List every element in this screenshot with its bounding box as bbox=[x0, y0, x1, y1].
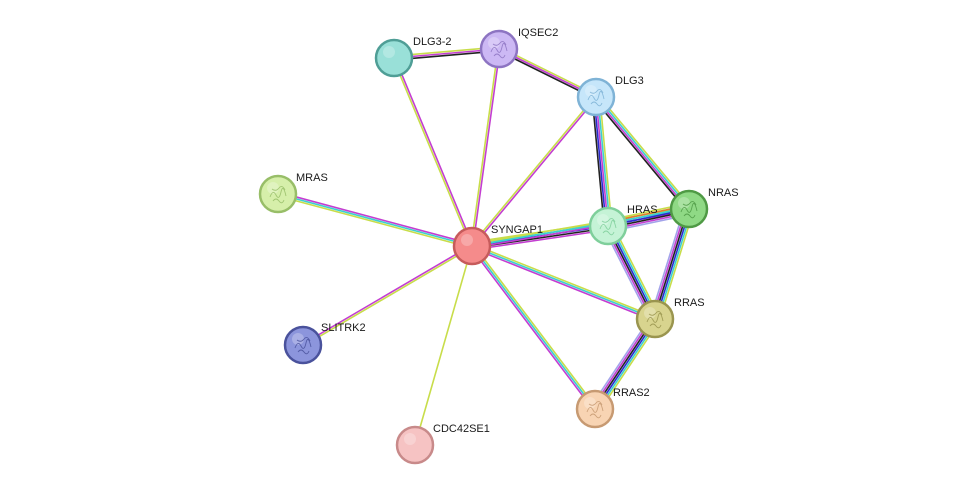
edge-syngap1-cdc42se1[interactable] bbox=[414, 245, 473, 446]
edge-evidence-line bbox=[595, 95, 691, 210]
node-hras[interactable]: HRAS bbox=[588, 204, 658, 246]
node-highlight bbox=[678, 197, 690, 209]
edge-evidence-line bbox=[471, 245, 596, 410]
edge-syngap1-slitrk2[interactable] bbox=[301, 244, 474, 347]
edge-evidence-line bbox=[471, 228, 610, 251]
node-highlight bbox=[584, 397, 596, 409]
node-circle[interactable] bbox=[635, 299, 675, 339]
edge-evidence-line bbox=[591, 96, 606, 228]
node-label: SYNGAP1 bbox=[491, 224, 543, 236]
edge-evidence-line bbox=[472, 48, 501, 247]
node-rras2[interactable]: RRAS2 bbox=[575, 387, 650, 429]
node-highlight bbox=[461, 234, 473, 246]
protein-structure-icon bbox=[269, 185, 287, 204]
edge-evidence-line bbox=[471, 96, 598, 248]
edge-evidence-line bbox=[651, 207, 688, 319]
edge-evidence-line bbox=[470, 246, 656, 322]
node-circle[interactable] bbox=[588, 206, 628, 246]
edge-evidence-line bbox=[598, 95, 613, 227]
node-dlg3[interactable]: DLG3 bbox=[576, 75, 644, 117]
protein-structure-icon bbox=[587, 88, 605, 107]
edge-evidence-line bbox=[392, 57, 472, 248]
node-label: RRAS2 bbox=[613, 387, 650, 399]
node-label: DLG3-2 bbox=[413, 36, 452, 48]
node-label: HRAS bbox=[627, 204, 658, 216]
edge-syngap1-mras[interactable] bbox=[276, 191, 474, 249]
edge-syngap1-dlg3-2[interactable] bbox=[392, 56, 474, 248]
node-slitrk2[interactable]: SLITRK2 bbox=[283, 322, 366, 365]
node-label: RRAS bbox=[674, 297, 705, 309]
node-highlight bbox=[644, 307, 656, 319]
edge-evidence-line bbox=[470, 95, 597, 247]
node-highlight bbox=[267, 182, 279, 194]
edge-evidence-line bbox=[595, 96, 609, 227]
edge-evidence-line bbox=[394, 56, 474, 247]
edge-evidence-line bbox=[597, 96, 611, 227]
edge-evidence-line bbox=[593, 98, 688, 212]
node-circle[interactable] bbox=[395, 425, 435, 465]
node-circle[interactable] bbox=[258, 174, 298, 214]
edge-evidence-line bbox=[469, 246, 595, 411]
node-circle[interactable] bbox=[452, 226, 492, 266]
node-rras[interactable]: RRAS bbox=[635, 297, 705, 339]
node-circle[interactable] bbox=[374, 38, 414, 78]
node-iqsec2[interactable]: IQSEC2 bbox=[479, 27, 558, 69]
edge-syngap1-dlg3[interactable] bbox=[470, 95, 598, 248]
node-cdc42se1[interactable]: CDC42SE1 bbox=[395, 423, 490, 465]
node-label: NRAS bbox=[708, 187, 739, 199]
edge-evidence-line bbox=[471, 245, 656, 320]
edge-evidence-line bbox=[658, 209, 695, 322]
edge-evidence-line bbox=[414, 245, 473, 446]
protein-structure-icon bbox=[680, 200, 698, 219]
node-highlight bbox=[488, 37, 500, 49]
node-circle[interactable] bbox=[479, 29, 519, 69]
node-label: CDC42SE1 bbox=[433, 423, 490, 435]
node-label: IQSEC2 bbox=[518, 27, 558, 39]
edge-evidence-line bbox=[649, 206, 686, 319]
edge-evidence-line bbox=[301, 244, 473, 345]
node-mras[interactable]: MRAS bbox=[258, 172, 328, 214]
edge-dlg3-nras[interactable] bbox=[593, 94, 692, 212]
edge-evidence-line bbox=[470, 48, 499, 247]
node-syngap1[interactable]: SYNGAP1 bbox=[452, 224, 543, 266]
node-highlight bbox=[404, 433, 416, 445]
node-highlight bbox=[383, 46, 395, 58]
edge-evidence-line bbox=[597, 94, 692, 208]
node-highlight bbox=[585, 85, 597, 97]
node-highlight bbox=[292, 333, 304, 345]
protein-structure-icon bbox=[586, 400, 604, 419]
edge-evidence-line bbox=[277, 191, 474, 245]
edge-syngap1-rras[interactable] bbox=[470, 243, 657, 322]
edge-evidence-line bbox=[472, 244, 598, 409]
protein-structure-icon bbox=[646, 310, 664, 329]
protein-structure-icon bbox=[599, 217, 617, 236]
node-circle[interactable] bbox=[576, 77, 616, 117]
node-nras[interactable]: NRAS bbox=[669, 187, 739, 229]
node-label: DLG3 bbox=[615, 75, 644, 87]
node-dlg3-2[interactable]: DLG3-2 bbox=[374, 36, 452, 78]
edge-evidence-line bbox=[594, 96, 690, 211]
protein-structure-icon bbox=[294, 336, 312, 355]
node-circle[interactable] bbox=[669, 189, 709, 229]
edge-evidence-line bbox=[277, 193, 473, 247]
edge-evidence-line bbox=[471, 243, 657, 319]
edge-evidence-line bbox=[276, 195, 473, 249]
node-label: SLITRK2 bbox=[321, 322, 366, 334]
protein-structure-icon bbox=[490, 40, 508, 59]
edge-dlg3-hras[interactable] bbox=[591, 95, 613, 228]
node-highlight bbox=[597, 214, 609, 226]
node-label: MRAS bbox=[296, 172, 328, 184]
edge-evidence-line bbox=[302, 246, 474, 347]
edge-evidence-line bbox=[656, 209, 693, 321]
node-circle[interactable] bbox=[283, 325, 323, 365]
node-circle[interactable] bbox=[575, 389, 615, 429]
edge-syngap1-rras2[interactable] bbox=[469, 244, 598, 411]
edge-evidence-line bbox=[593, 96, 607, 227]
edge-syngap1-iqsec2[interactable] bbox=[470, 48, 501, 247]
